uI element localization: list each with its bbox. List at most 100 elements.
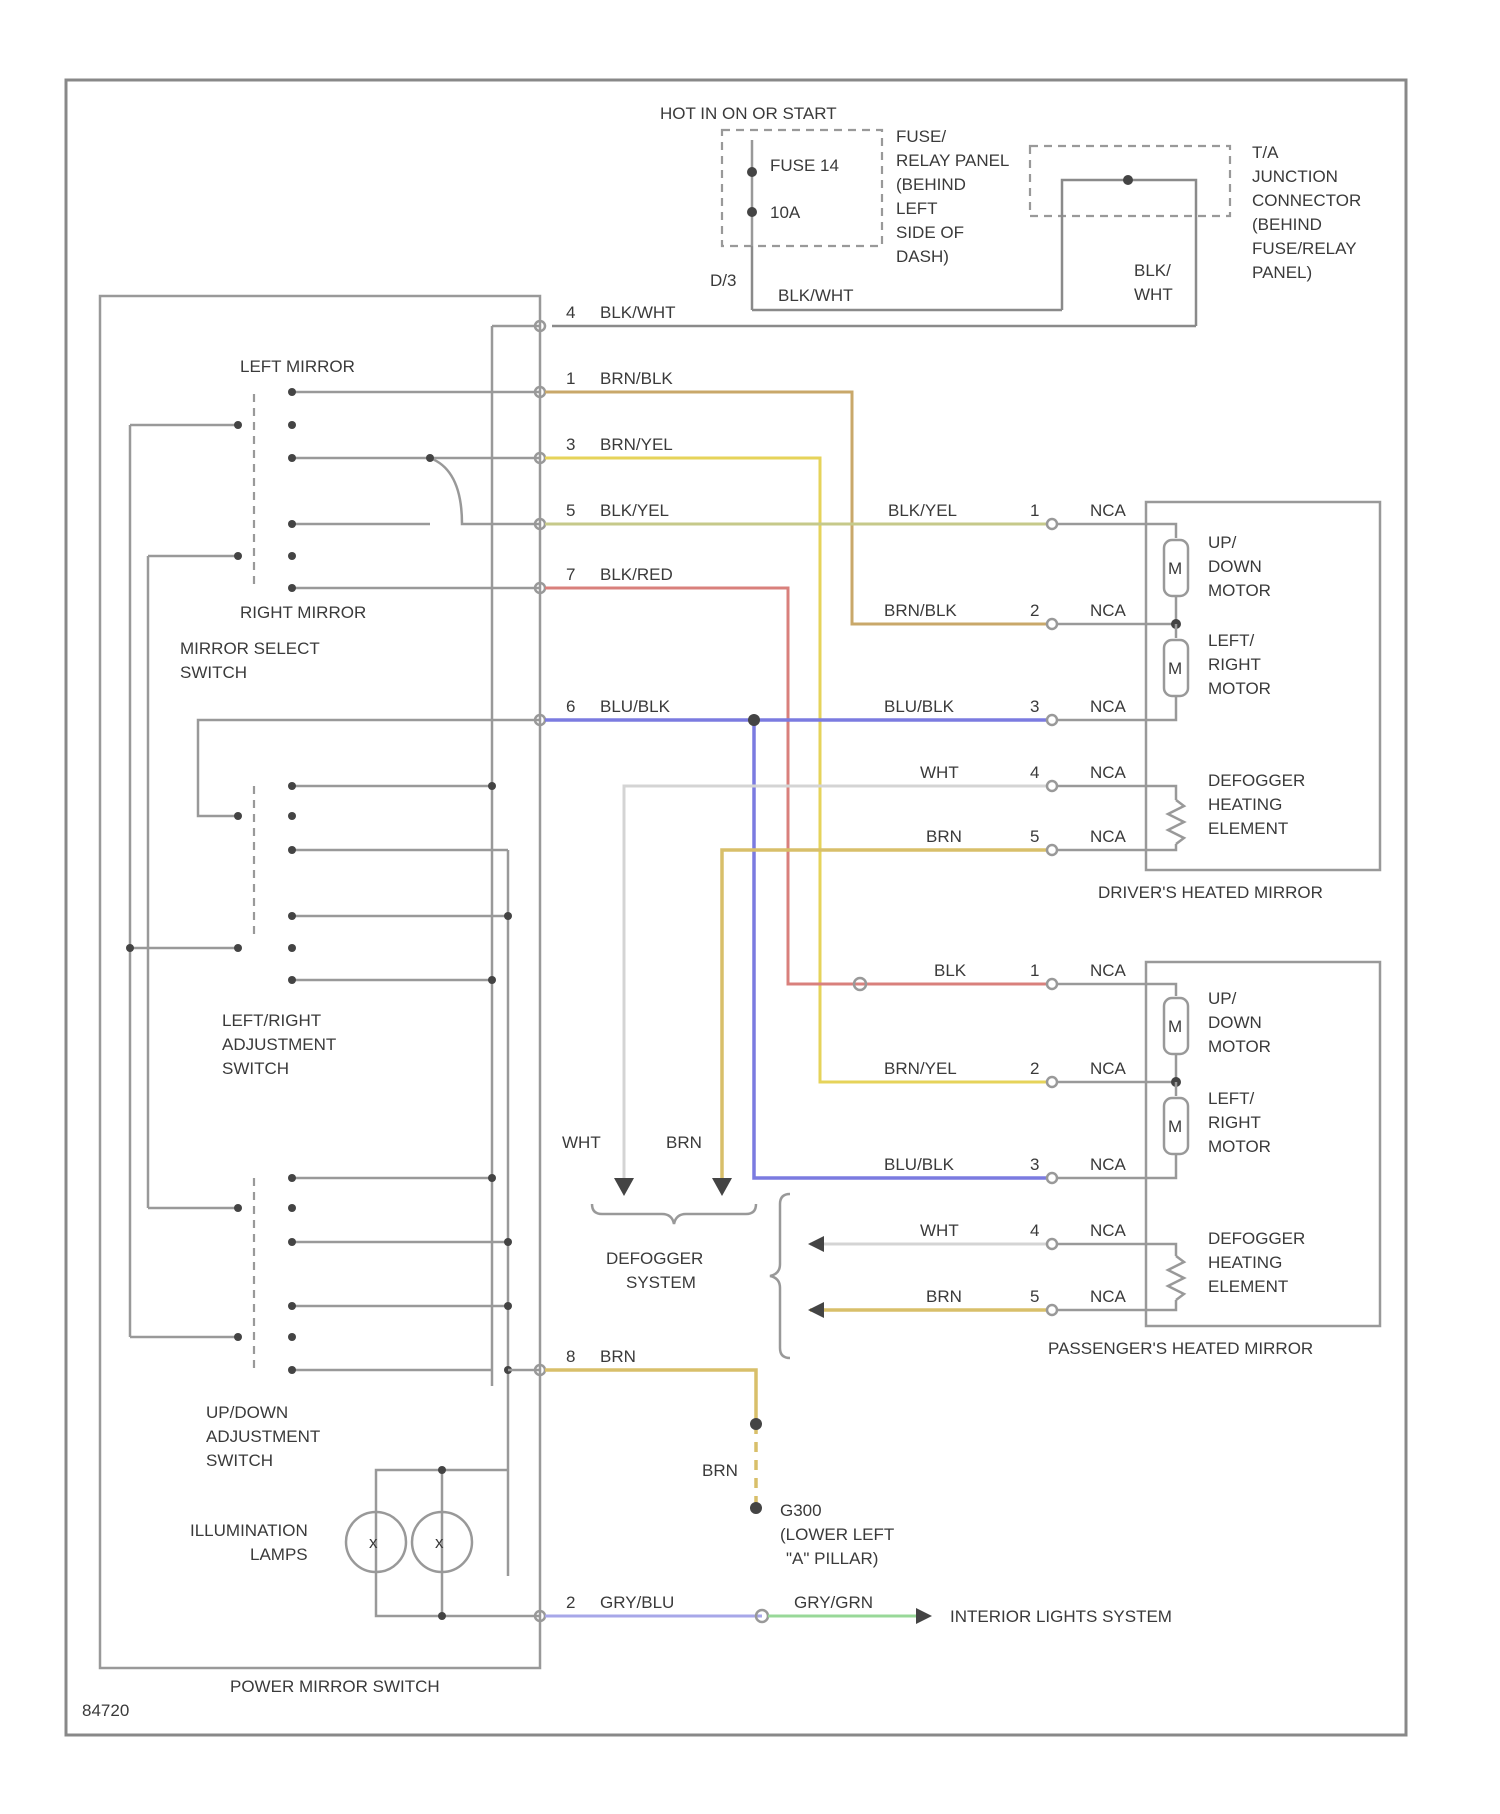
pin-wire-label: BLK/RED [600, 565, 673, 584]
passenger-mirror-rows: BLK 1 NCA BRN/YEL 2 NCA BLU/BLK 3 NCA WH… [884, 961, 1127, 1306]
row-pin: 2 [1030, 1059, 1039, 1078]
row-wire: BRN/BLK [884, 601, 957, 620]
interior-wire-label: GRY/GRN [794, 1593, 873, 1612]
row-pin: 4 [1030, 1221, 1039, 1240]
row-wire: BRN [926, 1287, 962, 1306]
passenger-wht-arrow-icon [808, 1236, 824, 1252]
pin-label: 4 [566, 303, 575, 322]
row-conn: NCA [1090, 827, 1127, 846]
fuse-wire-label: BLK/WHT [778, 286, 854, 305]
mirror-select-label: MIRROR SELECT SWITCH [180, 639, 324, 682]
row-conn: NCA [1090, 1287, 1127, 1306]
pin-wire-label: BRN/YEL [600, 435, 673, 454]
pin-wire-label: BRN [600, 1347, 636, 1366]
row-wire: BLK [934, 961, 967, 980]
row-wire: BLU/BLK [884, 1155, 955, 1174]
defogger-arrow-brn-icon [712, 1178, 732, 1196]
splice-label: D/3 [710, 271, 736, 290]
row-conn: NCA [1090, 1059, 1127, 1078]
row-pin: 5 [1030, 1287, 1039, 1306]
left-mirror-label: LEFT MIRROR [240, 357, 355, 376]
ground-label: G300 (LOWER LEFT "A" PILLAR) [780, 1501, 899, 1568]
row-conn: NCA [1090, 697, 1127, 716]
interior-lights-label: INTERIOR LIGHTS SYSTEM [950, 1607, 1172, 1626]
defogger-brace [592, 1204, 756, 1224]
row-conn: NCA [1090, 601, 1127, 620]
driver-mirror-rows: BLK/YEL 1 NCA BRN/BLK 2 NCA BLU/BLK 3 NC… [884, 501, 1127, 846]
passenger-motor-1-label: UP/ DOWN MOTOR [1208, 989, 1271, 1056]
row-conn: NCA [1090, 1155, 1127, 1174]
passenger-brn-arrow-icon [808, 1302, 824, 1318]
fuse-relay-panel-box [722, 130, 882, 246]
row-pin: 2 [1030, 601, 1039, 620]
passenger-motor-1-symbol: M [1168, 1017, 1182, 1036]
junction-label: T/A JUNCTION CONNECTOR (BEHIND FUSE/RELA… [1252, 143, 1366, 282]
row-wire: BRN/YEL [884, 1059, 957, 1078]
pin-label: 2 [566, 1593, 575, 1612]
row-pin: 4 [1030, 763, 1039, 782]
pin-label: 8 [566, 1347, 575, 1366]
fuse-rating: 10A [770, 203, 801, 222]
row-wire: BLU/BLK [884, 697, 955, 716]
passenger-heater-label: DEFOGGER HEATING ELEMENT [1208, 1229, 1310, 1296]
fuse-name: FUSE 14 [770, 156, 839, 175]
passenger-mirror-title: PASSENGER'S HEATED MIRROR [1048, 1339, 1313, 1358]
switch-title: POWER MIRROR SWITCH [230, 1677, 440, 1696]
ud-adjust-label: UP/DOWN ADJUSTMENT SWITCH [206, 1403, 325, 1470]
wire-brn-ground [545, 1370, 756, 1424]
lr-adjust-label: LEFT/RIGHT ADJUSTMENT SWITCH [222, 1011, 341, 1078]
driver-mirror-title: DRIVER'S HEATED MIRROR [1098, 883, 1323, 902]
pin-wire-label: BLK/YEL [600, 501, 669, 520]
driver-heater-label: DEFOGGER HEATING ELEMENT [1208, 771, 1310, 838]
pin-label: 7 [566, 565, 575, 584]
wire-brn-yel [545, 458, 1052, 1082]
pin-label: 3 [566, 435, 575, 454]
row-wire: BLK/YEL [888, 501, 957, 520]
interior-arrow-icon [916, 1608, 932, 1624]
fuse-panel-label: FUSE/ RELAY PANEL (BEHIND LEFT SIDE OF D… [896, 127, 1014, 266]
pin-label: 1 [566, 369, 575, 388]
ground-wire-label: BRN [702, 1461, 738, 1480]
pin-wire-label: BLU/BLK [600, 697, 671, 716]
pin-label: 5 [566, 501, 575, 520]
row-pin: 5 [1030, 827, 1039, 846]
row-wire: BRN [926, 827, 962, 846]
switch-pin-labels: 4 BLK/WHT 1 BRN/BLK 3 BRN/YEL 5 BLK/YEL … [535, 303, 676, 1621]
defogger-brn-label: BRN [666, 1133, 702, 1152]
pin-label: 6 [566, 697, 575, 716]
driver-motor-2-symbol: M [1168, 659, 1182, 678]
diagram-frame [66, 80, 1406, 1735]
lamp-symbol-2: x [435, 1533, 444, 1552]
row-conn: NCA [1090, 501, 1127, 520]
defogger-label: DEFOGGER SYSTEM [606, 1249, 708, 1292]
row-pin: 3 [1030, 1155, 1039, 1174]
junction-wire-right: BLK/ WHT [1134, 261, 1176, 304]
pin-wire-label: BRN/BLK [600, 369, 673, 388]
wire-brn-driver [722, 850, 1052, 1178]
pin-wire-label: BLK/WHT [600, 303, 676, 322]
driver-motor-1-label: UP/ DOWN MOTOR [1208, 533, 1271, 600]
defogger-wht-label: WHT [562, 1133, 601, 1152]
defogger-arrow-wht-icon [614, 1178, 634, 1196]
hot-label: HOT IN ON OR START [660, 104, 837, 123]
illumination-label: ILLUMINATION LAMPS [190, 1521, 313, 1564]
driver-motor-2-label: LEFT/ RIGHT MOTOR [1208, 631, 1271, 698]
driver-motor-1-symbol: M [1168, 559, 1182, 578]
row-conn: NCA [1090, 1221, 1127, 1240]
passenger-motor-2-symbol: M [1168, 1117, 1182, 1136]
power-mirror-switch-box [100, 296, 540, 1668]
row-wire: WHT [920, 763, 959, 782]
row-pin: 1 [1030, 501, 1039, 520]
row-conn: NCA [1090, 961, 1127, 980]
wire-wht-driver [624, 786, 1052, 1178]
row-conn: NCA [1090, 763, 1127, 782]
figure-id: 84720 [82, 1701, 129, 1720]
wire-blu-blk-passenger [754, 720, 1052, 1178]
defogger-brace-right [770, 1194, 790, 1358]
passenger-motor-2-label: LEFT/ RIGHT MOTOR [1208, 1089, 1271, 1156]
row-pin: 1 [1030, 961, 1039, 980]
lamp-symbol-1: x [369, 1533, 378, 1552]
pin-wire-label: GRY/BLU [600, 1593, 674, 1612]
row-pin: 3 [1030, 697, 1039, 716]
